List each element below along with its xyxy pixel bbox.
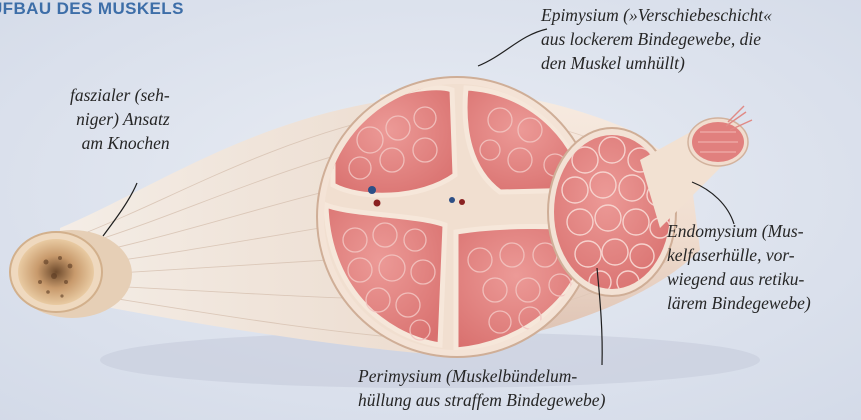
label-perimysium: Perimysium (Muskelbündelum- hüllung aus …	[358, 364, 605, 412]
blood-vessel	[374, 200, 381, 207]
bone-stump	[10, 230, 132, 318]
blood-vessel	[368, 186, 376, 194]
page-title: UFBAU DES MUSKELS	[0, 0, 184, 19]
label-epimysium: Epimysium (»Verschiebeschicht« aus locke…	[541, 3, 772, 75]
label-endomysium: Endomysium (Mus- kelfaserhülle, vor- wie…	[667, 219, 811, 315]
blood-vessel	[449, 197, 455, 203]
blood-vessel	[459, 199, 465, 205]
label-faszialer-ansatz: faszialer (seh- niger) Ansatz am Knochen	[70, 83, 170, 155]
